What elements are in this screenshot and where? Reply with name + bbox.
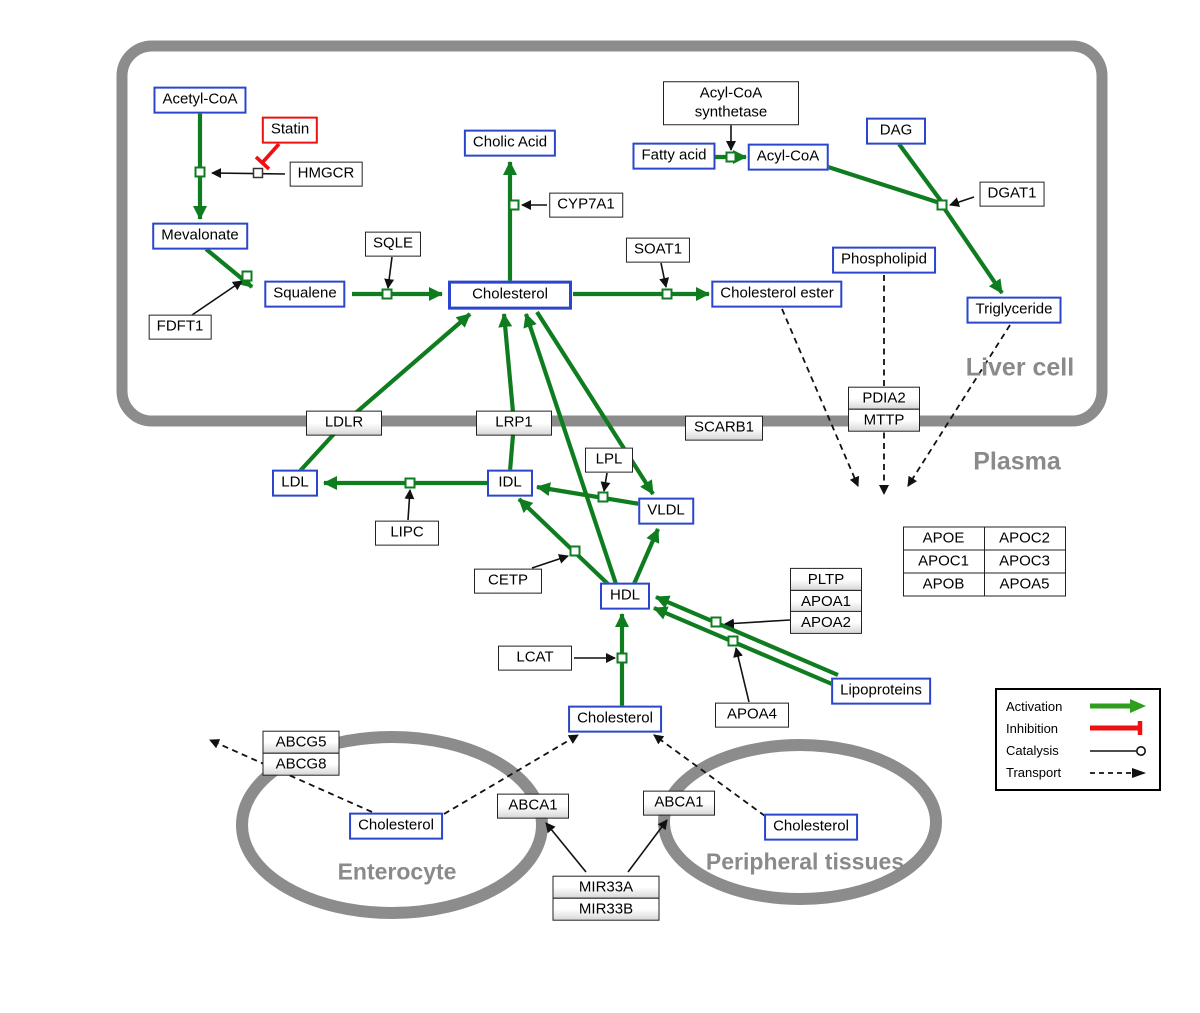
legend-transport-label: Transport: [1006, 765, 1062, 781]
legend-activation-label: Activation: [1006, 698, 1063, 714]
node-group-abcg5-abcg8: ABCG5 ABCG8: [262, 730, 340, 776]
cell-membranes: [116, 40, 1108, 919]
node-cetp[interactable]: CETP: [474, 568, 542, 594]
apolipoprotein-table: APOE APOC2 APOC1 APOC3 APOB APOA5: [902, 526, 1066, 596]
node-soat1[interactable]: SOAT1: [625, 237, 691, 263]
node-vldl[interactable]: VLDL: [638, 497, 694, 525]
node-acyl-coa-synthetase[interactable]: Acyl-CoA synthetase: [663, 81, 799, 125]
region-label-plasma: Plasma: [973, 447, 1061, 476]
legend-row-catalysis: Catalysis: [1006, 742, 1150, 760]
node-idl[interactable]: IDL: [487, 469, 533, 497]
legend-inhibition-label: Inhibition: [1006, 720, 1059, 736]
node-pdia2[interactable]: PDIA2: [848, 386, 920, 410]
node-hmgcr[interactable]: HMGCR: [289, 161, 363, 187]
node-sqle[interactable]: SQLE: [364, 231, 422, 257]
node-statin[interactable]: Statin: [261, 116, 319, 144]
node-mevalonate[interactable]: Mevalonate: [152, 222, 248, 250]
legend-row-activation: Activation: [1006, 697, 1150, 715]
node-apoc1[interactable]: APOC1: [902, 549, 985, 573]
node-triglyceride[interactable]: Triglyceride: [966, 296, 1062, 324]
node-lpl[interactable]: LPL: [585, 447, 633, 473]
node-group-pltp-apoa1-apoa2: PLTP APOA1 APOA2: [790, 567, 862, 635]
node-group-pdia2-mttp: PDIA2 MTTP: [848, 386, 920, 432]
node-apob[interactable]: APOB: [902, 572, 985, 596]
node-pltp[interactable]: PLTP: [790, 567, 862, 591]
node-cholesterol-peripheral[interactable]: Cholesterol: [764, 813, 858, 841]
node-abca1-right[interactable]: ABCA1: [643, 790, 715, 816]
transport-dashed-arrow-icon: [1090, 767, 1146, 778]
node-acetyl-coa[interactable]: Acetyl-CoA: [153, 86, 247, 114]
node-apoa4[interactable]: APOA4: [715, 702, 789, 728]
node-acyl-coa[interactable]: Acyl-CoA: [747, 143, 829, 171]
region-label-enterocyte: Enterocyte: [337, 858, 457, 885]
node-apoa2[interactable]: APOA2: [790, 611, 862, 635]
node-apoc3[interactable]: APOC3: [983, 549, 1066, 573]
region-label-liver-cell: Liver cell: [965, 353, 1075, 382]
node-mir33b[interactable]: MIR33B: [552, 897, 660, 921]
node-scarb1[interactable]: SCARB1: [685, 415, 763, 441]
node-fatty-acid[interactable]: Fatty acid: [632, 142, 716, 170]
node-lipc[interactable]: LIPC: [375, 520, 439, 546]
activation-arrow-icon: [1090, 699, 1146, 714]
node-ldlr[interactable]: LDLR: [306, 410, 382, 436]
node-cholesterol-liver[interactable]: Cholesterol: [448, 280, 572, 310]
catalysis-circle-icon: [1090, 745, 1146, 756]
activation-edges: [193, 113, 1004, 707]
node-dgat1[interactable]: DGAT1: [979, 181, 1045, 207]
node-lipoproteins[interactable]: Lipoproteins: [831, 677, 931, 705]
legend-catalysis-label: Catalysis: [1006, 743, 1059, 759]
node-abcg5[interactable]: ABCG5: [262, 730, 340, 754]
node-lrp1[interactable]: LRP1: [476, 410, 552, 436]
node-fdft1[interactable]: FDFT1: [148, 314, 212, 340]
node-mttp[interactable]: MTTP: [848, 408, 920, 432]
node-cholesterol-enterocyte[interactable]: Cholesterol: [349, 812, 443, 840]
node-phospholipid[interactable]: Phospholipid: [832, 246, 936, 274]
reaction-nodes: [194, 151, 948, 664]
node-abcg8[interactable]: ABCG8: [262, 752, 340, 776]
node-cyp7a1[interactable]: CYP7A1: [549, 192, 623, 218]
node-apoe[interactable]: APOE: [902, 526, 985, 550]
inhibition-edge: [254, 142, 281, 171]
node-cholesterol-plasma[interactable]: Cholesterol: [568, 705, 662, 733]
node-apoc2[interactable]: APOC2: [983, 526, 1066, 550]
node-dag[interactable]: DAG: [866, 117, 926, 145]
node-mir33a[interactable]: MIR33A: [552, 875, 660, 899]
region-label-peripheral-tissues: Peripheral tissues: [705, 848, 905, 875]
node-ldl[interactable]: LDL: [272, 469, 318, 497]
node-lcat[interactable]: LCAT: [498, 645, 572, 671]
legend: Activation Inhibition Catalysis Transpor…: [995, 688, 1161, 791]
node-cholic-acid[interactable]: Cholic Acid: [463, 129, 557, 157]
node-cholesterol-ester[interactable]: Cholesterol ester: [711, 280, 843, 308]
node-apoa1[interactable]: APOA1: [790, 589, 862, 613]
node-abca1-left[interactable]: ABCA1: [497, 793, 569, 819]
legend-row-inhibition: Inhibition: [1006, 719, 1150, 737]
legend-row-transport: Transport: [1006, 764, 1150, 782]
node-group-mir33: MIR33A MIR33B: [552, 875, 660, 921]
node-apoa5[interactable]: APOA5: [983, 572, 1066, 596]
node-hdl[interactable]: HDL: [600, 582, 650, 610]
catalysis-edges: [191, 122, 975, 873]
node-squalene[interactable]: Squalene: [264, 280, 346, 308]
inhibition-tbar-icon: [1090, 721, 1143, 736]
transport-edges: [209, 275, 1011, 817]
